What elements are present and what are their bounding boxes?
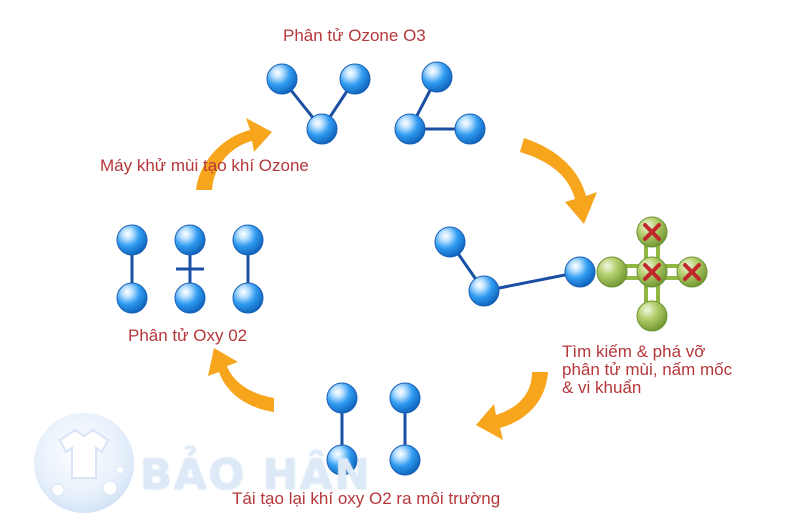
cycle-arrows <box>196 118 597 440</box>
search-destroy-line-3: & vi khuẩn <box>562 378 642 397</box>
search-destroy-label: Tìm kiếm & phá vỡ phân tử mùi, nấm mốc &… <box>562 343 792 397</box>
x-mark-icon <box>643 263 661 281</box>
watermark-text: BẢO HÂN <box>140 450 372 499</box>
destroyed-marks <box>643 223 701 281</box>
watermark-logo <box>34 413 134 513</box>
curved-arrow-icon <box>208 348 274 412</box>
oxygen-molecule-label: Phân tử Oxy 02 <box>128 326 248 345</box>
curved-arrow-icon <box>196 118 272 190</box>
x-mark-icon <box>683 263 701 281</box>
ozone-molecule-label: Phân tử Ozone O3 <box>283 26 426 45</box>
curved-arrow-icon <box>476 372 548 440</box>
oxygen-atoms <box>116 61 596 476</box>
search-destroy-line-2: phân tử mùi, nấm mốc <box>562 360 733 379</box>
ozone-machine-label: Máy khử mùi tạo khí Ozone <box>100 156 309 175</box>
search-destroy-line-1: Tìm kiếm & phá vỡ <box>562 342 706 361</box>
regenerate-label: Tái tạo lại khí oxy O2 ra môi trường <box>232 489 501 508</box>
x-mark-icon <box>643 223 661 241</box>
curved-arrow-icon <box>520 138 597 224</box>
